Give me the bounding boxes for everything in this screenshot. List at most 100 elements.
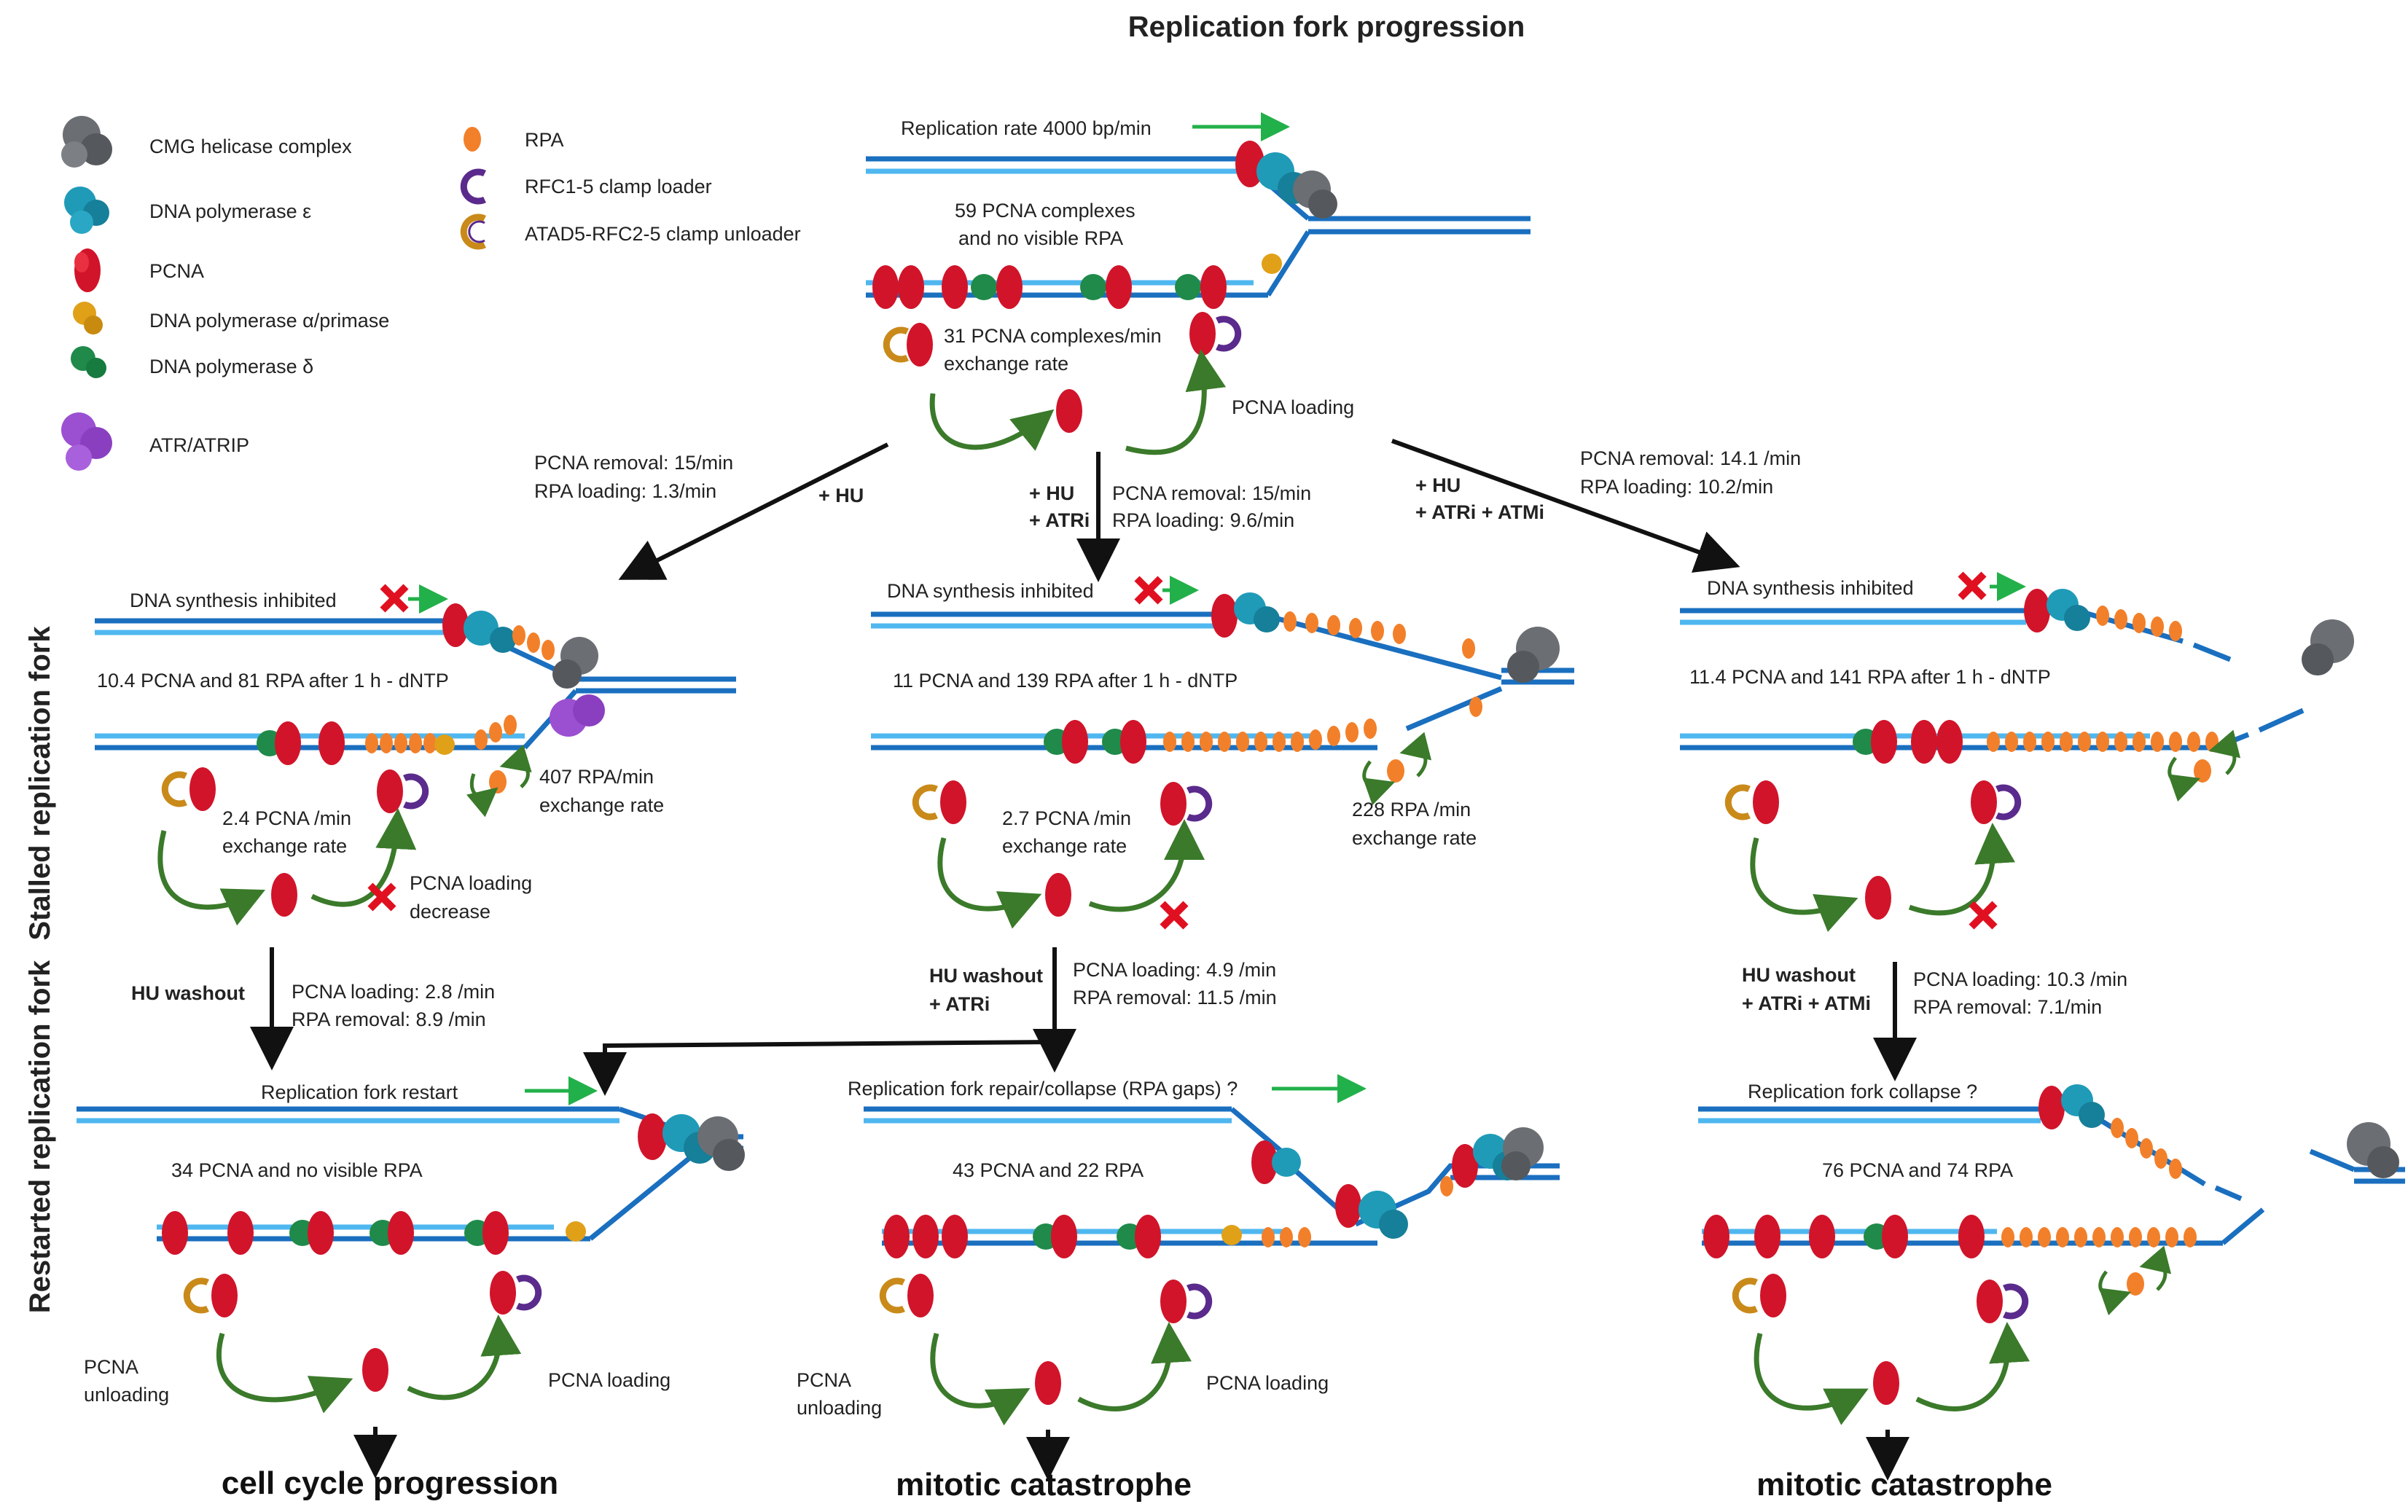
dna-polymerase-alpha-primase-icon xyxy=(73,302,103,334)
legend-cmg-label: CMG helicase complex xyxy=(149,136,352,157)
mid-washout-line1: PCNA loading: 4.9 /min xyxy=(1073,959,1276,981)
restarted-fork-right: Replication fork collapse ? 76 PCNA and … xyxy=(1698,1081,2405,1503)
right-trans-line1: PCNA removal: 14.1 /min xyxy=(1580,447,1801,469)
top-transitions: PCNA removal: 15/min RPA loading: 1.3/mi… xyxy=(534,439,1801,582)
legend: CMG helicase complex DNA polymerase ε PC… xyxy=(61,116,801,471)
restarted-left-counts: 34 PCNA and no visible RPA xyxy=(171,1159,423,1181)
right-trans-cond1: + HU xyxy=(1415,474,1461,496)
restarted-left-unload-2: unloading xyxy=(84,1384,169,1406)
mid-trans-cond1: + HU xyxy=(1029,482,1074,504)
left-trans-line1: PCNA removal: 15/min xyxy=(534,452,733,474)
top-pcna-loading: PCNA loading xyxy=(1232,396,1354,418)
mid-washout-cond1: HU washout xyxy=(929,965,1043,987)
mid-washout-cond2: + ATRi xyxy=(929,993,990,1015)
stalled-left-counts: 10.4 PCNA and 81 RPA after 1 h - dNTP xyxy=(97,670,449,692)
mid-trans-cond2: + ATRi xyxy=(1029,509,1090,531)
legend-atr-label: ATR/ATRIP xyxy=(149,434,249,456)
legend-rfc-label: RFC1-5 clamp loader xyxy=(525,176,712,197)
left-washout-line2: RPA removal: 8.9 /min xyxy=(292,1008,486,1030)
outcome-left: cell cycle progression xyxy=(222,1465,558,1501)
top-replisome xyxy=(1235,141,1337,274)
stalled-left-pcna-ex-1: 2.4 PCNA /min xyxy=(222,807,351,829)
cmg-helicase-icon xyxy=(61,116,112,168)
top-replication-fork: Replication rate 4000 bp/min 59 PCN xyxy=(866,112,1531,455)
block-x-icon xyxy=(1969,901,1998,930)
block-x-icon xyxy=(1134,576,1163,605)
stalled-left-pcna-ex-2: exchange rate xyxy=(222,835,347,857)
left-washout-line1: PCNA loading: 2.8 /min xyxy=(292,981,495,1003)
restarted-mid-load: PCNA loading xyxy=(1206,1372,1329,1394)
washout-transitions: HU washout PCNA loading: 2.8 /min RPA re… xyxy=(131,947,2127,1096)
restarted-mid-counts: 43 PCNA and 22 RPA xyxy=(953,1159,1144,1181)
stalled-mid-pcna-ex-1: 2.7 PCNA /min xyxy=(1002,807,1131,829)
top-exchange-1: 31 PCNA complexes/min xyxy=(944,325,1162,347)
restarted-fork-left: Replication fork restart 34 PCNA and no … xyxy=(77,1076,745,1501)
legend-rpa-label: RPA xyxy=(525,129,564,151)
top-pcna-count-1: 59 PCNA complexes xyxy=(955,200,1135,222)
right-trans-cond2: + ATRi + ATMi xyxy=(1415,501,1544,523)
block-x-icon xyxy=(1160,901,1189,930)
left-trans-cond: + HU xyxy=(818,485,864,506)
atad5-clamp-unloader-icon xyxy=(460,214,486,250)
stalled-left-rpa-ex-1: 407 RPA/min xyxy=(539,766,654,788)
legend-pol-delta-label: DNA polymerase δ xyxy=(149,356,313,377)
left-trans-line2: RPA loading: 1.3/min xyxy=(534,480,716,502)
restarted-fork-middle: Replication fork repair/collapse (RPA ga… xyxy=(797,1074,1560,1503)
mid-trans-line1: PCNA removal: 15/min xyxy=(1112,482,1311,504)
restarted-mid-unload-2: unloading xyxy=(797,1397,882,1419)
dna-polymerase-delta-icon xyxy=(71,346,106,378)
legend-pol-epsilon-label: DNA polymerase ε xyxy=(149,200,311,222)
dna-polymerase-epsilon-icon xyxy=(64,187,109,234)
restarted-right-status: Replication fork collapse ? xyxy=(1748,1081,1977,1102)
pcna-icon xyxy=(74,248,101,292)
outcome-middle: mitotic catastrophe xyxy=(896,1467,1192,1503)
restarted-left-load: PCNA loading xyxy=(548,1369,671,1391)
legend-pcna-label: PCNA xyxy=(149,260,204,282)
mid-trans-line2: RPA loading: 9.6/min xyxy=(1112,509,1294,531)
restarted-right-counts: 76 PCNA and 74 RPA xyxy=(1822,1159,2013,1181)
block-x-icon xyxy=(1958,571,1987,600)
top-pcna-count-2: and no visible RPA xyxy=(958,227,1123,249)
stalled-left-rpa-ex-2: exchange rate xyxy=(539,794,664,816)
stalled-right-counts: 11.4 PCNA and 141 RPA after 1 h - dNTP xyxy=(1689,666,2051,688)
block-x-icon xyxy=(380,584,409,613)
restarted-mid-unload-1: PCNA xyxy=(797,1369,851,1391)
right-washout-line1: PCNA loading: 10.3 /min xyxy=(1913,968,2127,990)
stalled-fork-left: DNA synthesis inhibited 10.4 PCNA and 81… xyxy=(95,584,736,926)
top-rate-label: Replication rate 4000 bp/min xyxy=(901,117,1152,139)
stalled-left-inhibited: DNA synthesis inhibited xyxy=(130,589,337,611)
restarted-mid-status: Replication fork repair/collapse (RPA ga… xyxy=(848,1078,1238,1100)
stalled-mid-inhibited: DNA synthesis inhibited xyxy=(887,580,1094,602)
right-washout-cond2: + ATRi + ATMi xyxy=(1742,992,1871,1014)
stalled-side-label: Stalled replication fork xyxy=(24,626,56,941)
rfc-clamp-loader-icon xyxy=(460,168,486,205)
top-exchange-2: exchange rate xyxy=(944,353,1068,375)
restarted-left-unload-1: PCNA xyxy=(84,1356,138,1378)
stalled-left-load-1: PCNA loading xyxy=(410,872,532,894)
legend-atad5-label: ATAD5-RFC2-5 clamp unloader xyxy=(525,223,801,245)
stalled-fork-right: DNA synthesis inhibited 11.4 PCNA and 14… xyxy=(1680,571,2354,932)
stalled-right-inhibited: DNA synthesis inhibited xyxy=(1707,577,1914,599)
legend-pol-alpha-label: DNA polymerase α/primase xyxy=(149,310,389,332)
right-washout-line2: RPA removal: 7.1/min xyxy=(1913,996,2102,1018)
stalled-left-load-2: decrease xyxy=(410,901,490,923)
rpa-icon xyxy=(464,127,481,152)
stalled-mid-rpa-ex-2: exchange rate xyxy=(1352,827,1477,849)
top-pcna-row xyxy=(872,265,1227,309)
stalled-mid-rpa-ex-1: 228 RPA /min xyxy=(1352,799,1471,820)
stalled-mid-counts: 11 PCNA and 139 RPA after 1 h - dNTP xyxy=(893,670,1238,692)
mid-washout-line2: RPA removal: 11.5 /min xyxy=(1073,987,1277,1008)
left-washout-cond: HU washout xyxy=(131,982,245,1004)
atr-atrip-icon xyxy=(61,412,112,471)
outcome-right: mitotic catastrophe xyxy=(1756,1467,2052,1503)
right-washout-cond1: HU washout xyxy=(1742,964,1856,986)
stalled-fork-middle: DNA synthesis inhibited 11 PCNA and 139 … xyxy=(871,576,1574,930)
stalled-mid-pcna-ex-2: exchange rate xyxy=(1002,835,1127,857)
right-trans-line2: RPA loading: 10.2/min xyxy=(1580,476,1773,498)
block-x-icon xyxy=(367,882,396,912)
restarted-left-status: Replication fork restart xyxy=(261,1081,458,1103)
diagram-title: Replication fork progression xyxy=(1128,11,1525,43)
restarted-side-label: Restarted replication fork xyxy=(24,960,56,1313)
